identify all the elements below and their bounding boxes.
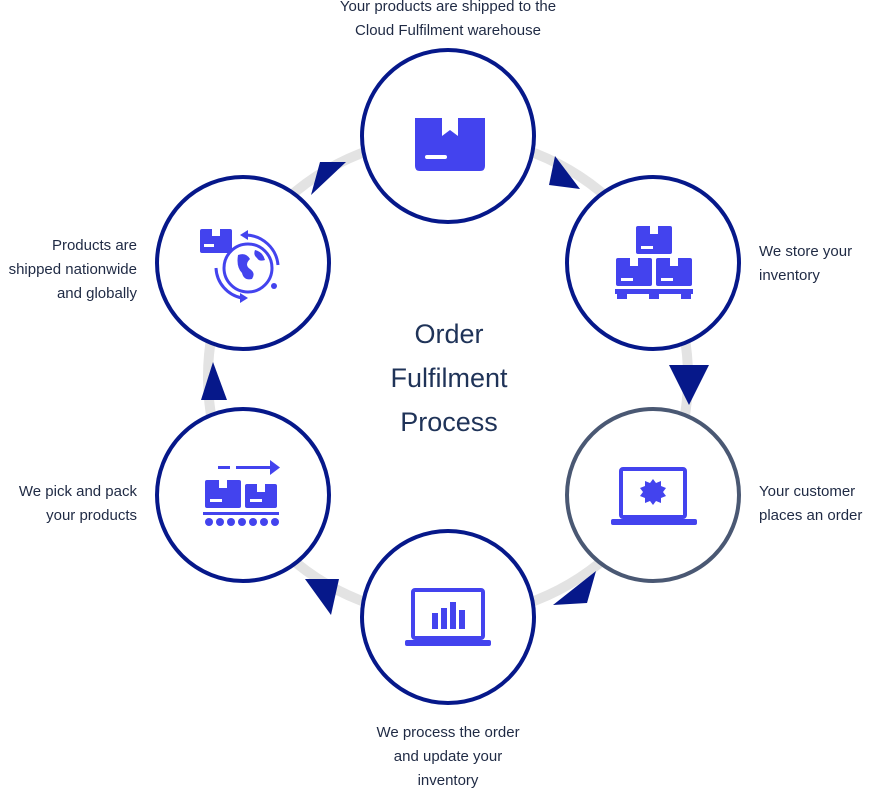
title-line-2: Fulfilment [390, 363, 508, 393]
title-line-1: Order [414, 319, 484, 349]
label-process-order: We process the order and update your inv… [376, 724, 520, 789]
step-store-inventory [565, 175, 741, 351]
step-ship-global [155, 175, 331, 351]
stacked-boxes-pallet-icon [615, 226, 693, 299]
label-store-inventory: We store your inventory [759, 243, 853, 284]
diagram-title: Order Fulfilment Process [349, 312, 549, 444]
arrow-2-to-3 [669, 365, 709, 405]
label-ship-global: Products are shipped nationwide and glob… [8, 237, 137, 302]
arrow-6-to-1 [311, 162, 346, 195]
step-circle [155, 407, 331, 583]
step-pick-pack [155, 407, 331, 583]
global-shipping-icon [200, 229, 280, 303]
title-line-3: Process [400, 407, 498, 437]
arrow-5-to-6 [201, 362, 227, 400]
label-pick-pack: We pick and pack your products [18, 483, 137, 524]
step-circle [565, 175, 741, 351]
laptop-order-icon [611, 467, 697, 525]
label-shipped-to-warehouse: Your products are shipped to the Cloud F… [339, 0, 557, 39]
step-customer-order [565, 407, 741, 583]
laptop-chart-icon [405, 588, 491, 646]
conveyor-boxes-icon [203, 460, 280, 526]
arrow-3-to-4 [553, 571, 596, 605]
step-circle [360, 529, 536, 705]
step-process-order [360, 529, 536, 705]
arrow-1-to-2 [549, 156, 580, 189]
box-icon [415, 118, 485, 171]
label-customer-order: Your customer places an order [759, 483, 863, 524]
step-shipped-to-warehouse [360, 48, 536, 224]
arrow-4-to-5 [305, 579, 339, 615]
